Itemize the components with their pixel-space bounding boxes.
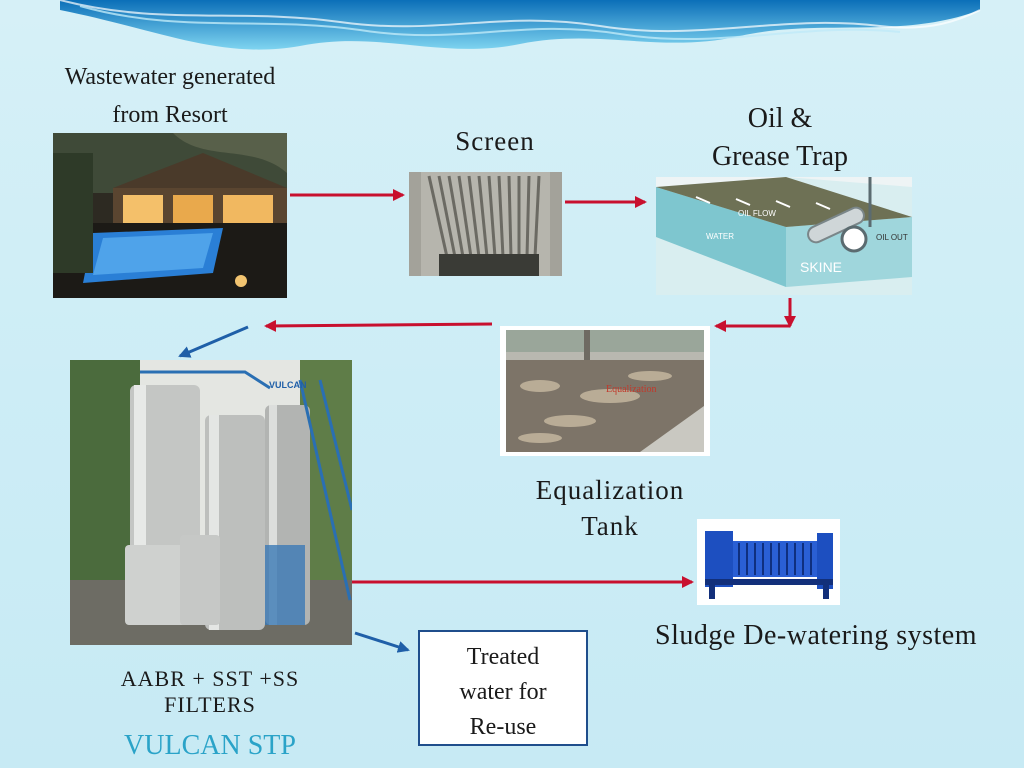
water-text: WATER: [706, 232, 734, 241]
arrow-stp-to-treated: [354, 631, 410, 653]
oil-flow-text: OIL FLOW: [738, 209, 776, 218]
vulcan-stp-brand: VULCAN STP: [124, 730, 296, 761]
equalization-line1: Equalization: [535, 475, 685, 505]
arrow-to-stp-blue: [178, 325, 249, 358]
oil-out-text: OIL OUT: [876, 233, 908, 242]
vulcan-tank-sign: VULCAN: [269, 380, 307, 390]
oil-trap-line1: Oil &: [747, 103, 813, 134]
treated-line1: Treated: [466, 644, 540, 670]
equalization-label: Equalization Tank: [505, 472, 715, 544]
equalization-photo-text: Equalization: [606, 384, 657, 395]
stp-line1: AABR + SST +SS: [120, 666, 300, 691]
equalization-line2: Tank: [581, 511, 639, 541]
sludge-label: Sludge De-watering system: [655, 620, 977, 651]
wave-banner: [59, 0, 981, 50]
wastewater-line1: Wastewater generated: [64, 64, 276, 90]
wastewater-label: Wastewater generated from Resort: [30, 58, 310, 134]
screen-image: [409, 172, 562, 276]
skine-text: SKINE: [800, 259, 843, 275]
stp-label: AABR + SST +SS FILTERS: [90, 666, 330, 718]
equalization-image: Equalization: [500, 326, 710, 456]
oil-trap-line2: Grease Trap: [711, 141, 849, 172]
stp-line2: FILTERS: [164, 692, 256, 717]
resort-image: [53, 133, 287, 298]
stp-image: VULCAN: [70, 360, 352, 645]
oil-trap-image: OIL FLOW WATER OIL OUT SKINE: [656, 177, 912, 295]
oil-trap-label: Oil & Grease Trap: [670, 100, 890, 176]
wastewater-line2: from Resort: [112, 102, 228, 128]
sludge-image: [697, 519, 840, 605]
arrow-equalization-to-stp: [264, 319, 493, 332]
treated-water-box: Treated water for Re-use: [418, 630, 588, 746]
treated-line3: Re-use: [469, 714, 537, 740]
treated-line2: water for: [459, 679, 547, 705]
screen-label: Screen: [455, 126, 535, 156]
